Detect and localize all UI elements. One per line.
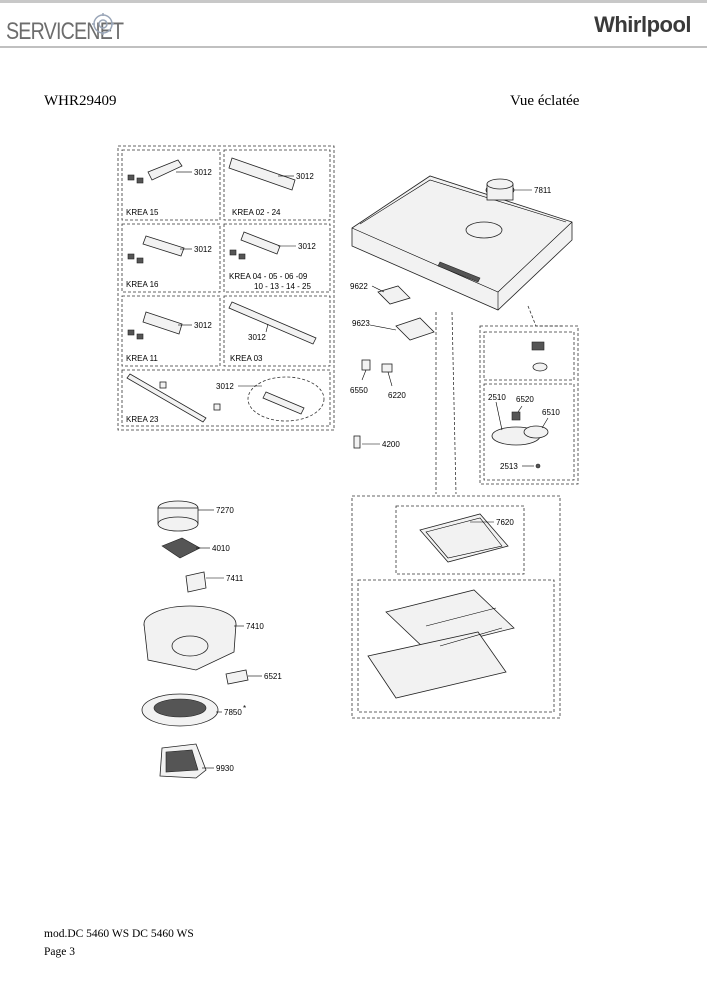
krea-box-04: 3012 KREA 04 - 05 - 06 -09 10 - 13 - 14 … xyxy=(223,223,331,293)
part-label-7270: 7270 xyxy=(216,506,234,515)
part-9623 xyxy=(395,317,435,341)
krea-box-label: KREA 23 xyxy=(126,415,159,424)
part-6550 xyxy=(361,359,371,371)
part-9930 xyxy=(159,743,207,779)
part-label-9930: 9930 xyxy=(216,764,234,773)
part-label-9623: 9623 xyxy=(352,319,370,328)
part-label-3012: 3012 xyxy=(298,242,316,251)
krea-box-label: KREA 04 - 05 - 06 -09 xyxy=(229,272,308,281)
hood-body xyxy=(351,175,573,311)
krea-box-label: KREA 11 xyxy=(126,354,158,363)
servicenet-logo-icon xyxy=(92,13,114,35)
top-bar xyxy=(0,0,707,3)
part-label-7411: 7411 xyxy=(226,574,244,583)
part-4200 xyxy=(353,435,361,449)
krea-box-label: KREA 03 xyxy=(230,354,263,363)
part-7270 xyxy=(157,500,199,532)
krea-box-02-24: 3012 KREA 02 - 24 xyxy=(223,149,331,221)
krea-box-label: KREA 02 - 24 xyxy=(232,208,281,217)
model-number: WHR29409 xyxy=(44,93,117,109)
krea-box-11: 3012 KREA 11 xyxy=(121,295,221,367)
part-6510 xyxy=(523,425,549,439)
part-6220 xyxy=(381,363,393,373)
part-label-3012: 3012 xyxy=(194,245,212,254)
part-label-3012: 3012 xyxy=(296,172,314,181)
header-divider xyxy=(0,46,707,48)
part-label-3012: 3012 xyxy=(248,333,266,342)
krea-box-15: 3012 KREA 15 xyxy=(121,149,221,221)
part-label-6550: 6550 xyxy=(350,386,368,395)
lamp-group-panel xyxy=(479,325,579,485)
part-7620 xyxy=(419,513,509,563)
part-label-6520: 6520 xyxy=(516,395,534,404)
krea-box-03: 3012 KREA 03 xyxy=(223,295,331,367)
krea-box-16: 3012 KREA 16 xyxy=(121,223,221,293)
krea-box-label-2: 10 - 13 - 14 - 25 xyxy=(254,282,311,291)
view-title: Vue éclatée xyxy=(510,93,580,109)
part-label-3012: 3012 xyxy=(194,168,212,177)
part-label-3012: 3012 xyxy=(194,321,212,330)
krea-box-label: KREA 16 xyxy=(126,280,159,289)
part-label-9622: 9622 xyxy=(350,282,368,291)
part-label-4200: 4200 xyxy=(382,440,400,449)
part-label-7620: 7620 xyxy=(496,518,514,527)
part-6520 xyxy=(511,411,521,421)
part-label-2513: 2513 xyxy=(500,462,518,471)
part-label-3012: 3012 xyxy=(216,382,234,391)
part-label-6220: 6220 xyxy=(388,391,406,400)
part-7411 xyxy=(185,571,207,593)
part-7850-mark: * xyxy=(243,704,246,713)
part-4010 xyxy=(161,537,201,559)
part-label-4010: 4010 xyxy=(212,544,230,553)
footer-model: mod.DC 5460 WS DC 5460 WS xyxy=(44,928,194,940)
krea-panel xyxy=(117,145,335,431)
part-label-7850: 7850 xyxy=(224,708,242,717)
part-6521 xyxy=(225,669,249,685)
part-9622 xyxy=(377,285,411,305)
part-label-2510: 2510 xyxy=(488,393,506,402)
krea-box-label: KREA 15 xyxy=(126,208,159,217)
part-7410 xyxy=(143,605,237,671)
part-label-6510: 6510 xyxy=(542,408,560,417)
footer-page: Page 3 xyxy=(44,946,75,958)
part-label-7811: 7811 xyxy=(534,186,552,195)
part-label-6521: 6521 xyxy=(264,672,282,681)
part-label-7410: 7410 xyxy=(246,622,264,631)
servicenet-logo-text: SERVICENET xyxy=(6,18,124,45)
krea-box-23: 3012 KREA 23 xyxy=(121,369,331,427)
part-7850 xyxy=(141,693,219,727)
whirlpool-logo: Whirlpool xyxy=(594,12,691,37)
